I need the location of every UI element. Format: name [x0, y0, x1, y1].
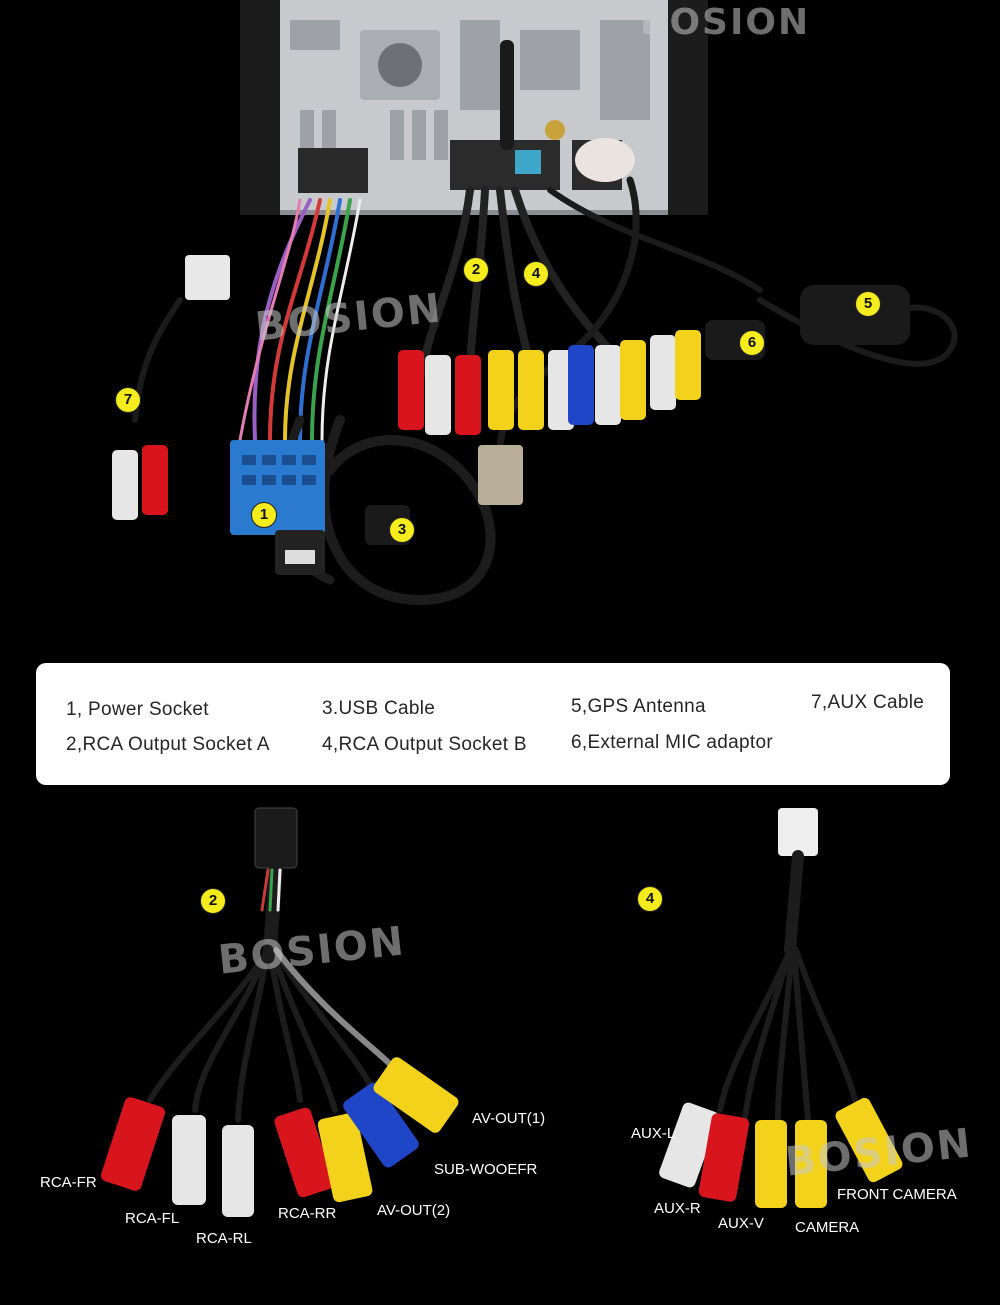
badge-7: 7 [115, 387, 141, 413]
label-aux-v: AUX-V [718, 1215, 764, 1232]
badge-2: 2 [463, 257, 489, 283]
legend-item-rca-socket-b: 4,RCA Output Socket B [322, 734, 527, 755]
head-unit-illustration [112, 0, 958, 606]
badge-socket-a: 2 [200, 888, 226, 914]
legend-item-power-socket: 1, Power Socket [66, 699, 209, 720]
label-av-out-2: AV-OUT(2) [377, 1202, 451, 1219]
cable-detail-illustration [100, 807, 903, 1217]
label-aux-r: AUX-R [654, 1200, 701, 1217]
cable-detail-photo: 2 4 BOSION BOSION AV-OUT(1) SUB-WOOEFR R… [0, 800, 1000, 1305]
legend-item-mic-adaptor: 6,External MIC adaptor [571, 732, 773, 753]
label-aux-l: AUX-L [631, 1125, 676, 1142]
badge-1: 1 [251, 502, 277, 528]
badge-4: 4 [523, 261, 549, 287]
badge-6: 6 [739, 330, 765, 356]
label-camera: CAMERA [795, 1219, 860, 1236]
legend-panel: 1, Power Socket 3.USB Cable 5,GPS Antenn… [36, 663, 950, 785]
label-sub-woofer: SUB-WOOEFR [434, 1161, 538, 1178]
legend-item-gps-antenna: 5,GPS Antenna [571, 696, 706, 717]
watermark-top: BOSION [640, 2, 811, 43]
label-rca-fr: RCA-FR [40, 1174, 97, 1191]
legend-item-aux-cable: 7,AUX Cable [811, 692, 925, 713]
badge-socket-b: 4 [637, 886, 663, 912]
legend-item-rca-socket-a: 2,RCA Output Socket A [66, 734, 270, 755]
label-av-out-1: AV-OUT(1) [472, 1110, 546, 1127]
legend-item-usb-cable: 3.USB Cable [322, 698, 436, 719]
label-rca-fl: RCA-FL [125, 1210, 180, 1227]
label-rca-rl: RCA-RL [196, 1230, 252, 1247]
badge-3: 3 [389, 517, 415, 543]
head-unit-photo: BOSION BOSION 1 2 3 4 5 6 7 [0, 0, 1000, 650]
label-rca-rr: RCA-RR [278, 1205, 337, 1222]
label-front-camera: FRONT CAMERA [837, 1186, 957, 1203]
badge-5: 5 [855, 291, 881, 317]
